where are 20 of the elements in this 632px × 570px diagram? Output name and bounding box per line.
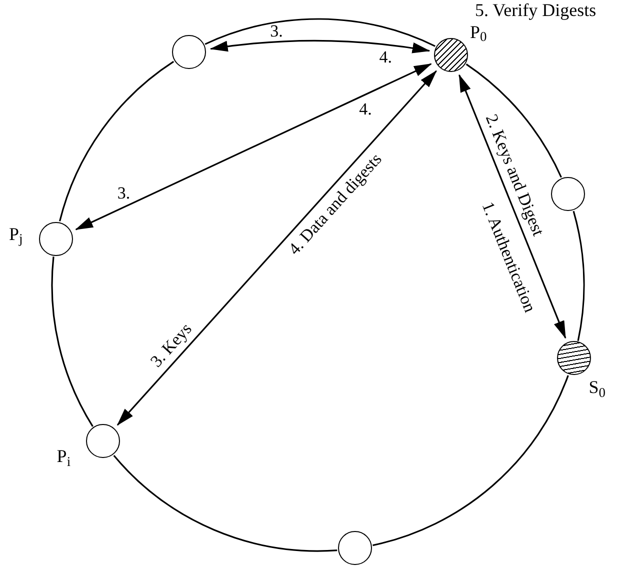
- node-label: P$_{j}$: [9, 222, 23, 246]
- arrow: [75, 63, 432, 230]
- ring-arc: [466, 64, 562, 178]
- edge-label: 3.: [117, 184, 130, 202]
- step-note: 5. Verify Digests: [475, 0, 596, 22]
- edge-label: 3.: [270, 22, 283, 40]
- node-label: P$_{i}$: [56, 445, 71, 468]
- ring-arc: [51, 256, 94, 427]
- ring-arc: [113, 455, 338, 552]
- ring-arc: [572, 210, 585, 341]
- ring-arc: [204, 18, 436, 47]
- ring-arc: [59, 60, 174, 222]
- step-label: 4.: [379, 48, 392, 66]
- ring-arc: [372, 375, 569, 546]
- step-label: 4.: [359, 100, 372, 118]
- arrow: [458, 74, 566, 339]
- arrow: [210, 40, 430, 54]
- arrow: [116, 70, 437, 426]
- node-label: S$_{0}$: [588, 376, 606, 399]
- node-label: P$_{0}$: [470, 20, 487, 44]
